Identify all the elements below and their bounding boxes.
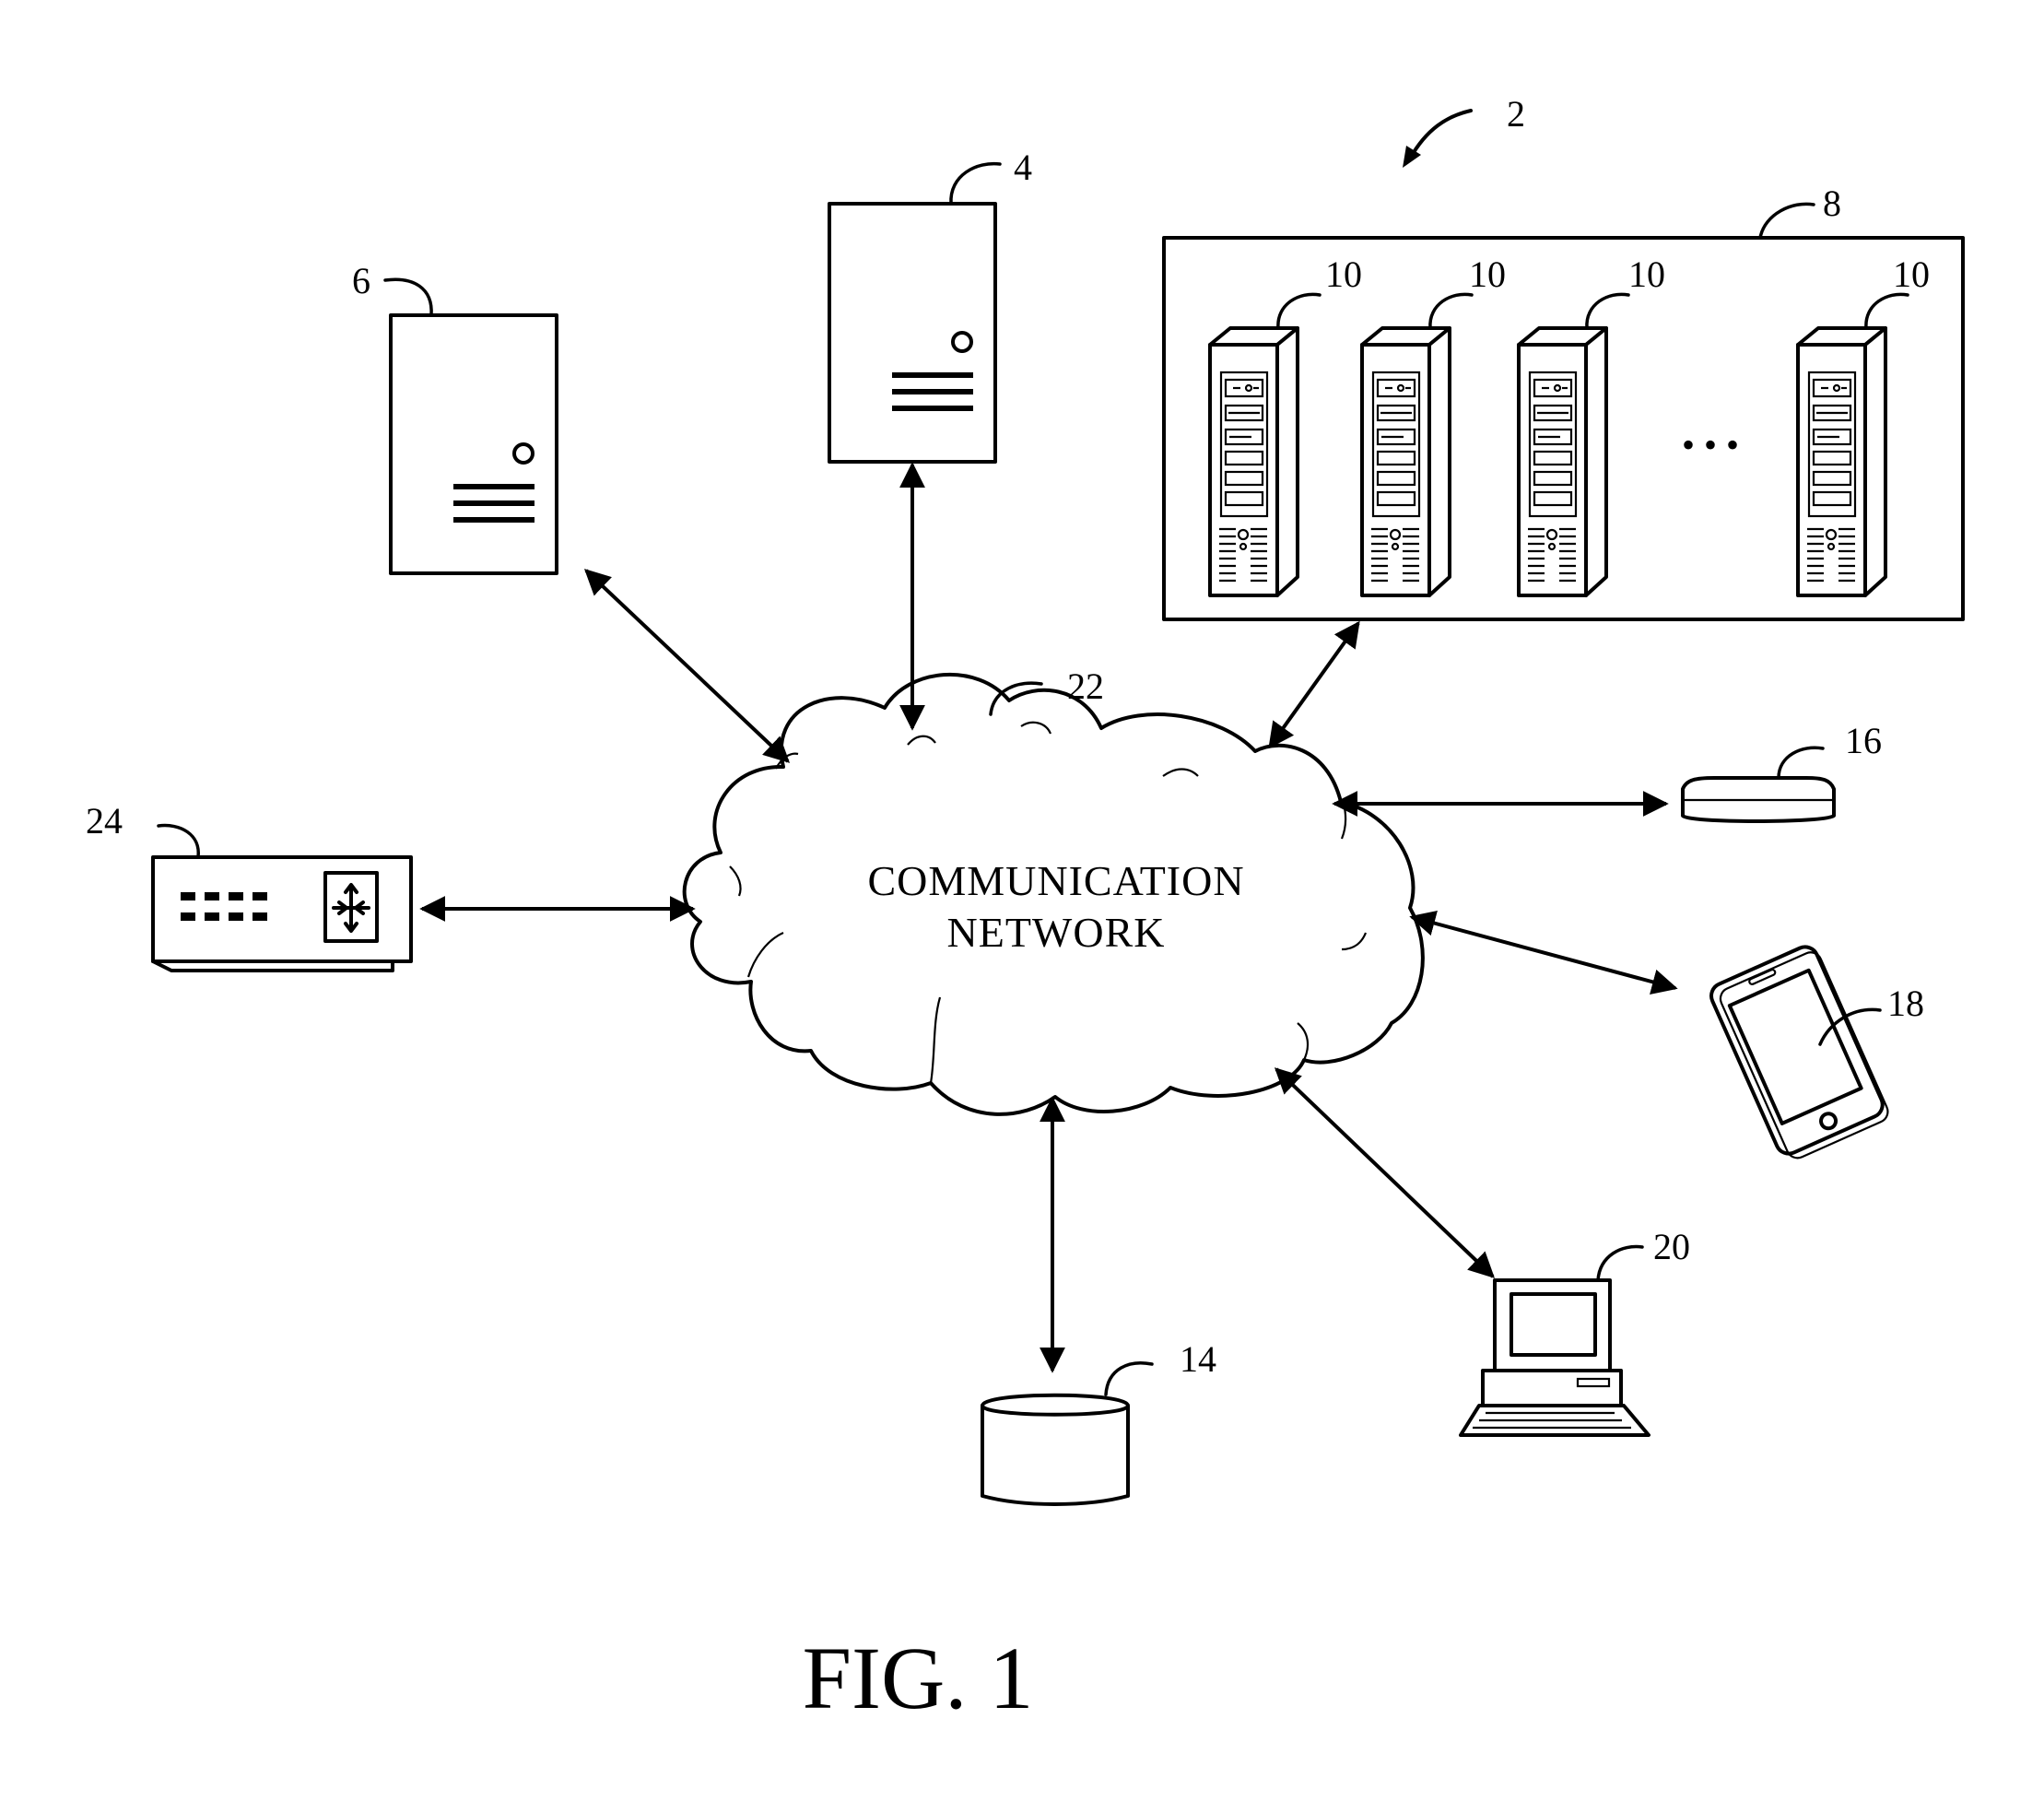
smartphone-18 (1709, 945, 1889, 1159)
system-ref-label: 2 (1507, 93, 1525, 135)
network-label-line2: NETWORK (947, 909, 1166, 956)
disk-drive-16: 16 (1681, 720, 1882, 823)
router-24: 24 (86, 800, 413, 972)
system-ref-arrow: 2 (1403, 93, 1525, 168)
database-cylinder-icon (981, 1406, 1130, 1506)
rack-server-icon (1796, 326, 1887, 597)
phone-ref: 18 (1887, 983, 1924, 1024)
connections (419, 462, 1678, 1373)
rack-server-icon (1360, 326, 1451, 597)
node-ref: 10 (1628, 253, 1665, 295)
node-ref: 10 (1893, 253, 1930, 295)
storage-ref: 14 (1180, 1338, 1216, 1380)
database-14: 14 (981, 1338, 1216, 1506)
server-6-ref: 6 (352, 260, 370, 301)
network-ref: 22 (1067, 665, 1104, 707)
node-ref: 10 (1469, 253, 1506, 295)
link-computer-20 (1274, 1067, 1496, 1278)
cloud-icon (682, 672, 1425, 1116)
figure-caption: FIG. 1 (803, 1629, 1034, 1727)
link-phone-18 (1409, 911, 1678, 995)
computer-20: 20 (1459, 1226, 1690, 1437)
server-cluster-8: 8 10 10 10 10 • • • (1162, 182, 1965, 621)
server-tower-icon (828, 202, 997, 464)
server-4: 4 (828, 147, 1032, 464)
device-16-ref: 16 (1845, 720, 1882, 761)
cluster-ref: 8 (1823, 182, 1841, 224)
link-cluster (1268, 620, 1360, 749)
smartphone-icon (1709, 945, 1885, 1156)
server-tower-icon (389, 313, 558, 575)
server-6: 6 (352, 260, 558, 575)
rack-server-icon (1208, 326, 1299, 597)
computer-ref: 20 (1653, 1226, 1690, 1267)
node-ref: 10 (1325, 253, 1362, 295)
link-server-6 (583, 569, 791, 763)
communication-network-cloud: COMMUNICATION NETWORK 22 (682, 665, 1425, 1116)
server-4-ref: 4 (1014, 147, 1032, 188)
cluster-ellipsis: • • • (1682, 424, 1739, 465)
rack-server-icon (1517, 326, 1608, 597)
network-label-line1: COMMUNICATION (867, 857, 1244, 904)
router-ref: 24 (86, 800, 123, 842)
